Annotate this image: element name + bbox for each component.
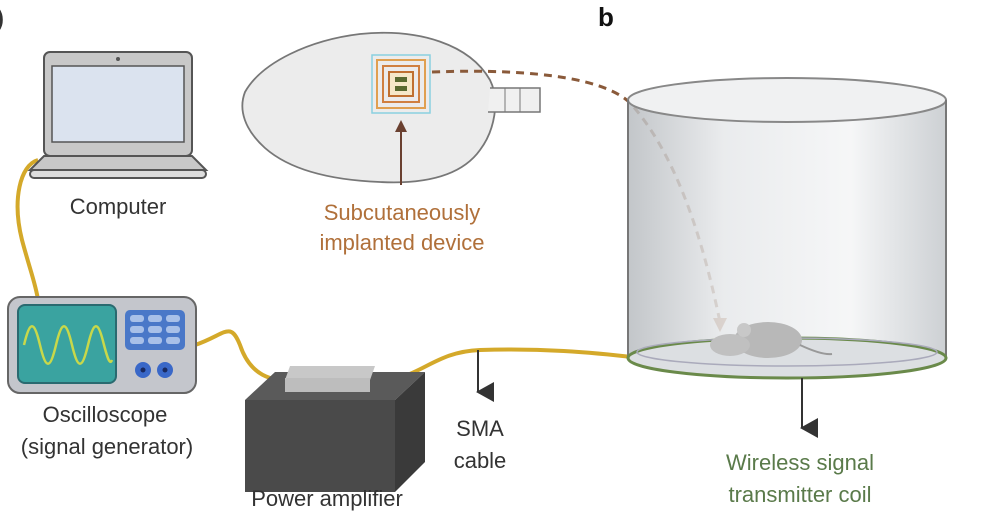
panel-label-a: ): [0, 4, 4, 34]
oscilloscope: [7, 296, 197, 394]
implant-label-line1: Subcutaneously: [323, 200, 481, 225]
coil-label-line2: transmitter coil: [728, 482, 872, 507]
sma-label-line1: SMA: [456, 416, 504, 441]
computer-label: Computer: [69, 194, 167, 219]
mouse-icon: [710, 322, 833, 358]
mouse-brain: [241, 31, 541, 185]
laptop-icon: [27, 51, 209, 179]
coil-label-line1: Wireless signal: [726, 450, 874, 475]
oscilloscope-label-line2: (signal generator): [20, 434, 194, 459]
implant-device-icon: [371, 54, 431, 114]
oscilloscope-label-line1: Oscilloscope: [42, 402, 168, 427]
sma-label-line2: cable: [453, 448, 507, 473]
implant-label-line2: implanted device: [319, 230, 485, 255]
amplifier-label: Power amplifier: [251, 486, 403, 511]
power-amplifier: [245, 366, 425, 492]
cylinder-arena: [626, 77, 948, 380]
cable-computer-oscilloscope: [15, 158, 40, 301]
panel-label-b: b: [598, 2, 614, 32]
